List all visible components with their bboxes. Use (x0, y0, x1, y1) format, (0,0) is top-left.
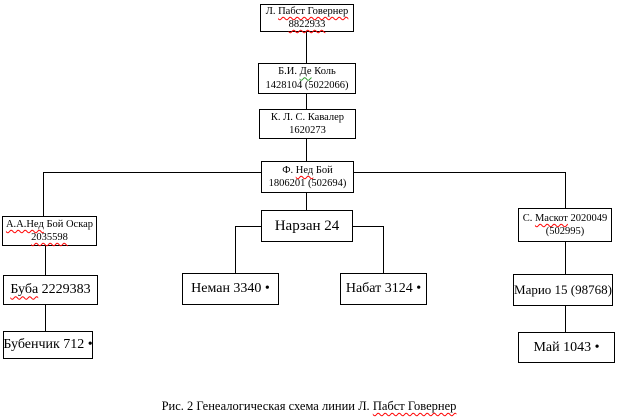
name-text: Май 1043 • (533, 339, 600, 355)
node-reg-number: 1806201 (502694) (269, 177, 347, 190)
reg-text: 1620273 (289, 125, 326, 136)
misspelled-name-text: Нед (295, 164, 314, 176)
node-name: Марио 15 (98768) (514, 282, 612, 298)
node-aa-ned-boy-oskar: А.А.Нед Бой Оскар 2035598 (2, 216, 97, 246)
name-text: Неман 3340 • (191, 281, 270, 297)
name-text: Бой Оскар (43, 218, 94, 230)
grammar-flagged-text: Де (299, 66, 312, 78)
connector-root-dekol (306, 32, 307, 63)
node-name: Буба 2229383 (10, 281, 90, 299)
node-kls-kavaler: К. Л. С. Кавалер 1620273 (259, 109, 356, 139)
name-text: Коль (311, 66, 336, 78)
name-text: Бой (313, 164, 333, 176)
node-may: Май 1043 • (518, 332, 615, 363)
name-text: Марио 15 (98768) (514, 281, 612, 297)
name-text: Набат 3124 • (345, 281, 422, 297)
name-text: К. Л. С. Кавалер (270, 111, 345, 123)
connector-nedboy-narzan (306, 193, 307, 210)
caption-text: Рис. 2 Генеалогическая схема линии Л. (161, 399, 373, 413)
node-name: Бубенчик 712 • (3, 336, 92, 354)
node-buba: Буба 2229383 (3, 275, 98, 305)
node-name: Л. Пабст Говернер (266, 5, 349, 18)
node-nabat: Набат 3124 • (340, 273, 427, 305)
node-name: Неман 3340 • (191, 280, 270, 298)
connector-narzan-neman-elbow (235, 226, 261, 227)
connector-narzan-nabat (383, 226, 384, 273)
connector-maskot-mario (565, 242, 566, 274)
misspelled-caption-text: Пабст Говернер (372, 399, 457, 413)
name-text: Ф. (282, 164, 296, 176)
node-neman: Неман 3340 • (182, 273, 279, 305)
node-name: К. Л. С. Кавалер (271, 111, 344, 124)
node-reg-number: 2035598 (31, 231, 68, 244)
node-reg-number: 1428104 (5022066) (265, 79, 348, 92)
name-text: 2229383 (38, 282, 91, 298)
connector-kavaler-nedboy (306, 139, 307, 161)
node-name: Набат 3124 • (346, 280, 421, 298)
name-text: Бубенчик 712 • (3, 337, 93, 353)
name-text: 2020049 (567, 212, 608, 224)
node-name: А.А.Нед Бой Оскар (6, 218, 93, 231)
connector-left-branch-oskar (43, 172, 44, 216)
reg-text: 1806201 (502694) (268, 178, 347, 189)
connector-narzan-nabat-elbow (353, 226, 383, 227)
misspelled-name-text: Маскот (534, 212, 568, 224)
connector-dekol-kavaler (306, 94, 307, 109)
misspelled-reg-text: 8822933 (288, 19, 326, 30)
misspelled-name-text: Пабст Говернер (278, 5, 349, 17)
node-bi-de-kol: Б.И. Де Коль 1428104 (5022066) (258, 63, 356, 94)
name-text: Л. (265, 5, 279, 17)
node-reg-number: 8822933 (289, 18, 326, 31)
node-s-maskot: С. Маскот 2020049 (502995) (518, 208, 612, 242)
node-reg-number: (502995) (546, 225, 585, 238)
node-reg-number: 1620273 (289, 124, 326, 137)
figure-caption: Рис. 2 Генеалогическая схема линии Л. Па… (0, 399, 618, 414)
reg-text: 1428104 (5022066) (265, 79, 349, 91)
misspelled-name-text: А.А.Нед (5, 218, 44, 230)
connector-oskar-buba (45, 246, 46, 275)
node-name: Ф. Нед Бой (282, 164, 333, 177)
node-name: Май 1043 • (533, 339, 599, 357)
node-f-ned-boy: Ф. Нед Бой 1806201 (502694) (261, 161, 354, 193)
name-text: Б.И. (278, 66, 300, 78)
connector-nedboy-right-branch (354, 172, 565, 173)
connector-buba-bubenchik (45, 305, 46, 331)
node-l-pabst-governer: Л. Пабст Говернер 8822933 (260, 4, 354, 32)
node-name: Нарзан 24 (275, 217, 340, 236)
name-text: С. (522, 212, 535, 224)
node-name: С. Маскот 2020049 (523, 212, 608, 225)
reg-text: (502995) (545, 226, 585, 237)
node-name: Б.И. Де Коль (278, 65, 336, 78)
misspelled-reg-text: 2035598 (31, 232, 68, 243)
connector-mario-may (565, 306, 566, 332)
connector-narzan-neman (235, 226, 236, 273)
misspelled-name-text: Буба (10, 282, 39, 298)
node-bubenchik: Бубенчик 712 • (3, 331, 93, 359)
connector-nedboy-left-branch (43, 172, 261, 173)
node-narzan: Нарзан 24 (261, 210, 353, 242)
node-mario: Марио 15 (98768) (513, 274, 613, 306)
name-text: Нарзан 24 (274, 217, 340, 234)
connector-right-branch-maskot (565, 172, 566, 208)
